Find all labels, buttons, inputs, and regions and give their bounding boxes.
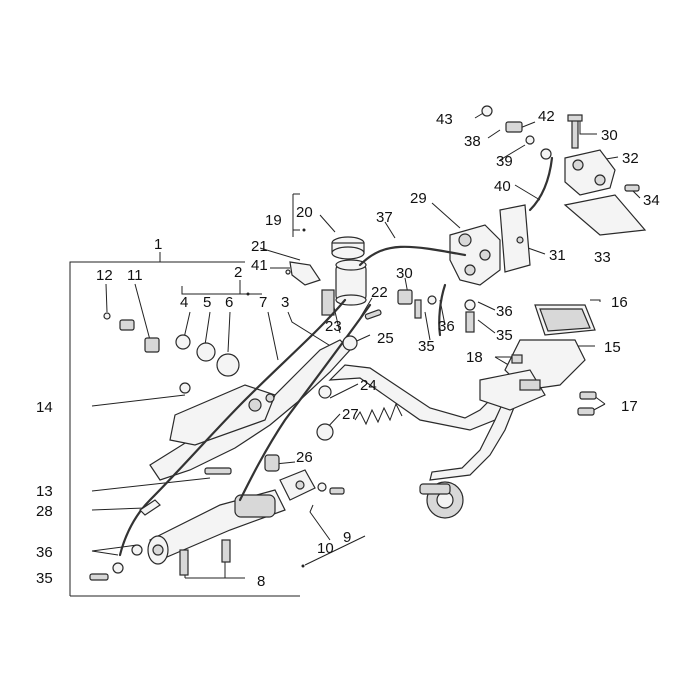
label-32: 32 <box>622 150 639 167</box>
label-43: 43 <box>436 111 453 128</box>
label-31: 31 <box>549 247 566 264</box>
label-13: 13 <box>36 483 53 500</box>
label-33: 33 <box>594 249 611 266</box>
label-19: 19 <box>265 212 282 229</box>
label-14: 14 <box>36 399 53 416</box>
label-8: 8 <box>257 573 265 590</box>
label-1: 1 <box>154 236 162 253</box>
label-17: 17 <box>621 398 638 415</box>
label-10: 10 <box>317 540 334 557</box>
label-41: 41 <box>251 257 268 274</box>
label-35-b: 35 <box>418 338 435 355</box>
label-18: 18 <box>466 349 483 366</box>
label-16: 16 <box>611 294 628 311</box>
label-4: 4 <box>180 294 188 311</box>
label-21: 21 <box>251 238 268 255</box>
pedal-arm <box>149 339 351 481</box>
label-24: 24 <box>360 377 377 394</box>
label-35-c: 35 <box>496 327 513 344</box>
label-35: 35 <box>36 570 53 587</box>
label-11: 11 <box>127 267 143 284</box>
label-25: 25 <box>377 330 394 347</box>
group-brackets <box>69 120 606 597</box>
label-30-b: 30 <box>601 127 618 144</box>
label-5: 5 <box>203 294 211 311</box>
label-22: 22 <box>371 284 388 301</box>
label-2: 2 <box>234 264 242 281</box>
reservoir <box>289 236 367 316</box>
label-28: 28 <box>36 503 53 520</box>
label-6: 6 <box>225 294 233 311</box>
label-30: 30 <box>396 265 413 282</box>
label-36: 36 <box>36 544 53 561</box>
label-40: 40 <box>494 178 511 195</box>
label-9: 9 <box>343 529 351 546</box>
label-39: 39 <box>496 153 513 170</box>
label-42: 42 <box>538 108 555 125</box>
label-3: 3 <box>281 294 289 311</box>
label-29: 29 <box>410 190 427 207</box>
label-27: 27 <box>342 406 359 423</box>
label-34: 34 <box>643 192 660 209</box>
foot-pedal-pad <box>479 304 596 411</box>
label-37: 37 <box>376 209 393 226</box>
label-7: 7 <box>259 294 267 311</box>
label-36-b: 36 <box>438 318 455 335</box>
callout-labels: 1 2 3 4 5 6 7 8 9 10 11 12 13 14 15 16 1… <box>36 108 660 590</box>
label-38: 38 <box>464 133 481 150</box>
abs-modulator <box>449 204 531 286</box>
label-15: 15 <box>604 339 621 356</box>
label-36-c: 36 <box>496 303 513 320</box>
brake-hoses <box>118 156 554 557</box>
label-23: 23 <box>325 318 342 335</box>
fittings-top <box>481 105 640 192</box>
brake-valve-assembly <box>563 114 647 236</box>
spring-and-small-parts <box>89 269 597 581</box>
label-12: 12 <box>96 267 113 284</box>
label-26: 26 <box>296 449 313 466</box>
master-cylinder <box>147 454 316 565</box>
label-20: 20 <box>296 204 313 221</box>
